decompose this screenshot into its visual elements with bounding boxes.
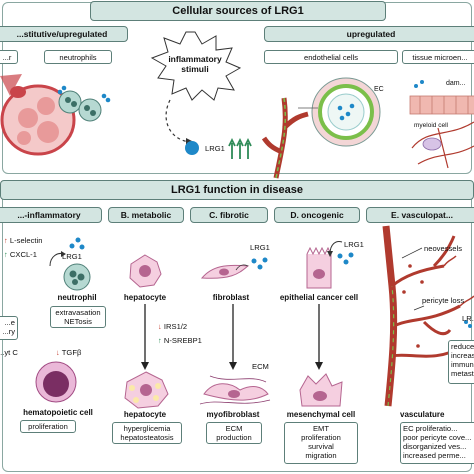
ec-label: EC <box>374 86 384 93</box>
bone-marrow-cell-illustration <box>0 74 76 156</box>
lrg1-dots-c <box>251 257 268 270</box>
ecm-label: ECM <box>252 362 269 371</box>
damage-label: dam... <box>446 80 466 87</box>
vasculature-illustration <box>382 225 474 407</box>
a-left-frag: ...yt C <box>0 348 18 357</box>
neutrophil-label: neutrophil <box>57 293 97 302</box>
d-box-line-0: EMT <box>312 424 330 433</box>
srebp-text: N-SREBP1 <box>163 336 202 345</box>
b-box-line-1: hepatosteatosis <box>120 433 174 442</box>
hematopoietic-cell-icon <box>35 361 77 403</box>
epithelial-cell-label: epithelial cancer cell <box>279 293 359 302</box>
d-box: EMT proliferation survival migration <box>284 422 358 464</box>
inflammatory-stimuli-label: inflammatory stimuli <box>168 54 222 74</box>
e-right-frag-3: metast... <box>451 369 474 378</box>
dashed-arrow <box>165 99 194 146</box>
l-selectin-label: ↑ L-selectin <box>4 236 43 245</box>
l-selectin-text: L-selectin <box>9 236 43 245</box>
e-box-line-1: poor pericyte cove... <box>403 433 472 442</box>
tissue-microenvironment-illustration <box>409 80 474 169</box>
top-right-item-0: endothelial cells <box>264 50 398 64</box>
endothelial-vessel-illustration <box>261 77 381 179</box>
e-right-frag-1: increas... <box>451 351 474 360</box>
cxcl1-label: ↑ CXCL-1 <box>4 250 37 259</box>
a-left-box-line-0: ...e <box>4 318 15 327</box>
top-right-item-1: tissue microen... <box>402 50 474 64</box>
curved-arrow-a <box>49 251 66 267</box>
tgfb-label: ↓ TGFβ <box>56 348 82 357</box>
hepatocyte-top-icon <box>129 254 162 288</box>
lrg1-dots-d <box>337 252 354 265</box>
myeloid-cell-label: myeloid cell <box>414 122 448 129</box>
inflammatory-stimuli-burst <box>150 31 242 101</box>
fibroblast-icon <box>200 264 250 279</box>
top-left-header: ...stitutive/upregulated <box>0 26 128 42</box>
c-lrg1-label: LRG1 <box>250 243 270 252</box>
e-box-line-0: EC proliferatio... <box>403 424 458 433</box>
tab-e-vasculopathy: E. vasculopat... <box>366 207 474 223</box>
c-box-line-0: ECM <box>225 424 243 433</box>
arrow-c <box>229 304 237 370</box>
c-box-line-1: production <box>216 433 252 442</box>
e-right-frag-2: immun... <box>451 360 474 369</box>
neutrophil-box-line-0: extravasation <box>55 308 101 317</box>
d-box-line-1: proliferation <box>301 433 341 442</box>
neutrophil-box: extravasation NETosis <box>50 306 106 328</box>
d-box-line-2: survival <box>308 442 334 451</box>
vasculature-label: vasculature <box>400 410 445 419</box>
hematopoietic-cell-label: hematopoietic cell <box>23 408 93 417</box>
hpc-box: proliferation <box>20 420 76 433</box>
tab-c-fibrotic: C. fibrotic <box>190 207 268 223</box>
arrow-b <box>141 304 149 370</box>
upregulation-arrows-icon <box>228 137 252 159</box>
neutrophil-cell-a <box>63 263 91 291</box>
hepatocyte-top-label: hepatocyte <box>123 293 167 302</box>
c-box: ECM production <box>206 422 262 444</box>
a-left-box: ...e ...ry <box>0 316 18 340</box>
mesenchymal-cell-label: mesenchymal cell <box>286 410 356 419</box>
srebp-label: ↑ N-SREBP1 <box>158 336 202 345</box>
tab-d-oncogenic: D. oncogenic <box>274 207 360 223</box>
curved-arrow-d <box>327 241 343 257</box>
e-box-line-2: disorganized ves... <box>403 442 467 451</box>
b-box-line-0: hyperglicemia <box>123 424 171 433</box>
irs-text: IRS1/2 <box>163 322 188 331</box>
e-box-line-3: increased perme... <box>403 451 466 460</box>
myofibroblast-label: myofibroblast <box>206 410 260 419</box>
d-box-line-3: migration <box>305 451 337 460</box>
tgfb-text: TGFβ <box>61 348 82 357</box>
center-lrg1-label: LRG1 <box>205 144 225 153</box>
top-right-header: upregulated <box>264 26 474 42</box>
tab-b-metabolic: B. metabolic <box>108 207 184 223</box>
arrow-d <box>315 304 323 370</box>
top-left-item-1: neutrophils <box>44 50 112 64</box>
lrg1-dots-a <box>69 237 85 250</box>
cxcl1-text: CXCL-1 <box>9 250 37 259</box>
hepatocyte-bottom-icon <box>124 371 169 409</box>
mesenchymal-cell-icon <box>299 373 343 407</box>
top-title: Cellular sources of LRG1 <box>90 1 386 21</box>
e-lrg1-frag: LR... <box>462 314 474 323</box>
tab-a-inflammatory: ...-inflammatory <box>0 207 102 223</box>
irs-label: ↓ IRS1/2 <box>158 322 188 331</box>
e-right-box: reduce... increas... immun... metast... <box>448 340 474 384</box>
top-left-item-0: ...r <box>0 50 18 64</box>
neovessels-label: neovessels <box>424 244 462 253</box>
myofibroblast-icon <box>199 375 271 405</box>
b-box: hyperglicemia hepatosteatosis <box>112 422 182 444</box>
a-left-box-line-1: ...ry <box>2 327 15 336</box>
lrg1-dot-icon <box>185 141 199 155</box>
a-lrg1-label: LRG1 <box>62 252 82 261</box>
e-right-frag-0: reduce... <box>451 342 474 351</box>
fibroblast-label: fibroblast <box>212 293 250 302</box>
neutrophil-box-line-1: NETosis <box>64 317 92 326</box>
e-box: EC proliferatio... poor pericyte cove...… <box>400 422 474 464</box>
epithelial-cell-icon <box>306 246 332 289</box>
hepatocyte-bottom-label: hepatocyte <box>123 410 167 419</box>
neutrophil-cluster-illustration <box>57 85 111 122</box>
d-lrg1-label: LRG1 <box>344 240 364 249</box>
bottom-title: LRG1 function in disease <box>0 180 474 200</box>
pericyte-loss-label: pericyte loss <box>422 296 465 305</box>
